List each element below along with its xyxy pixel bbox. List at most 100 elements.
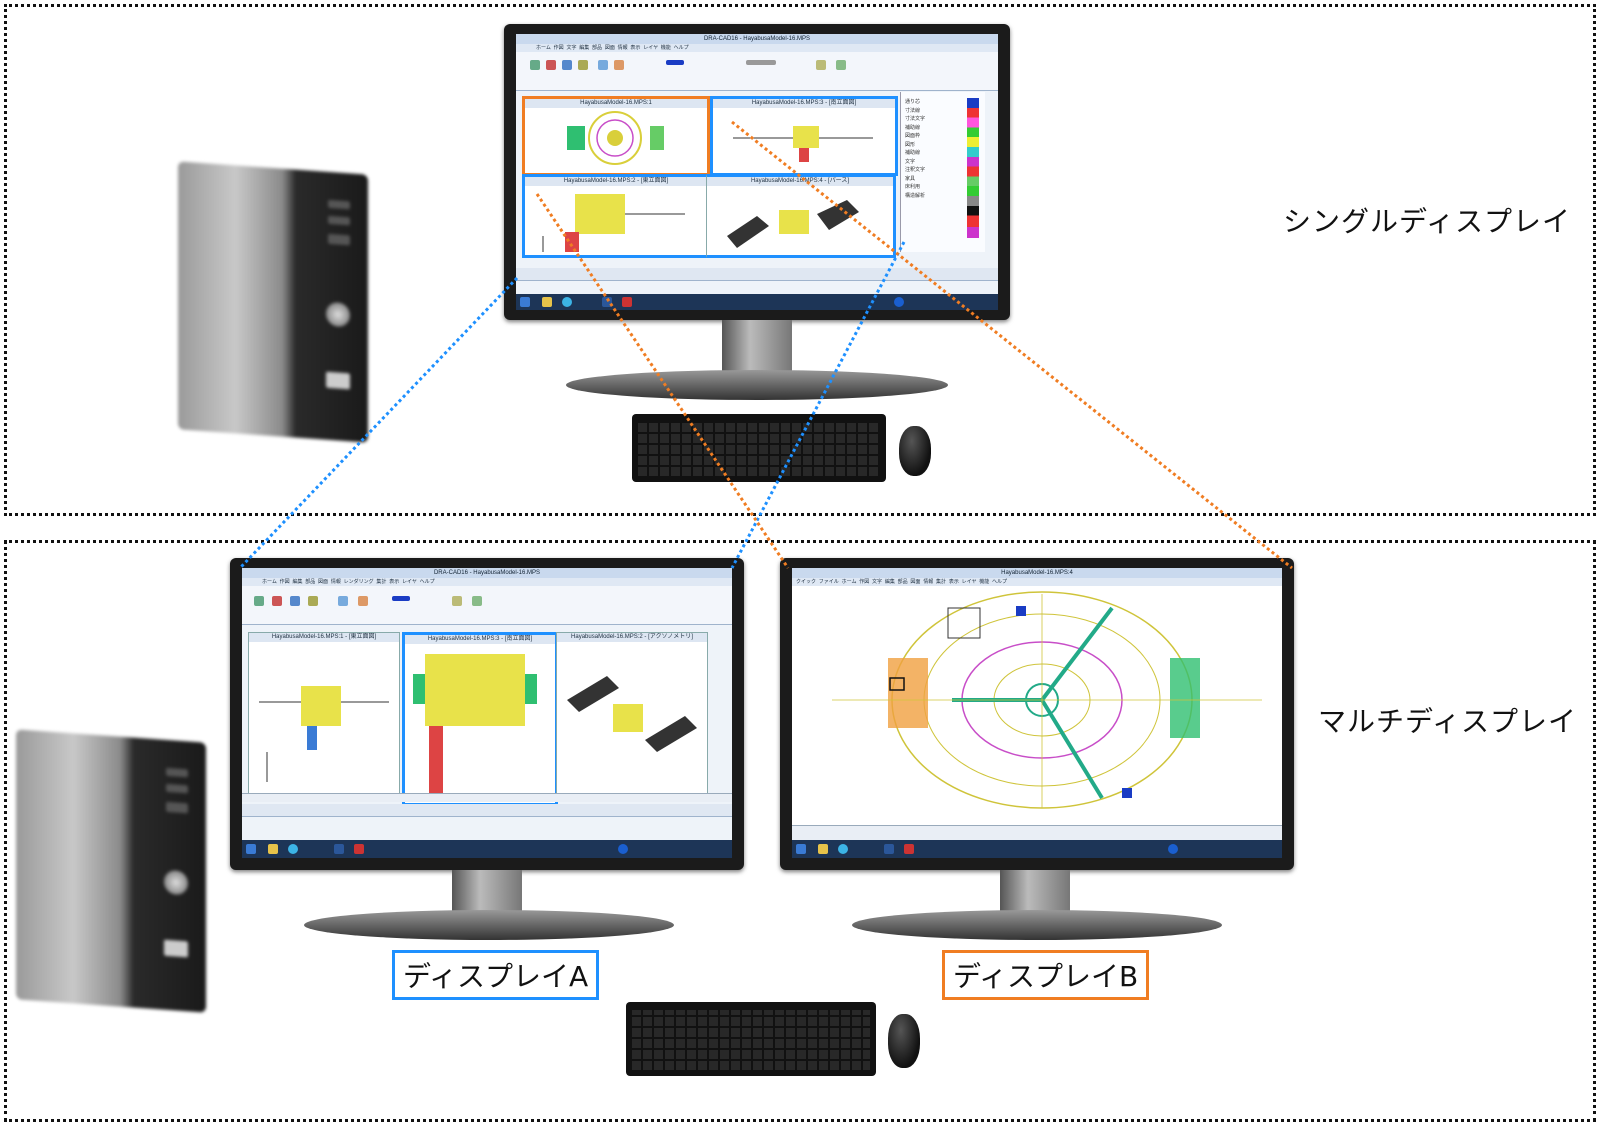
browser-icon[interactable] bbox=[288, 844, 298, 854]
menu-tally[interactable]: 集計 bbox=[936, 579, 947, 585]
taskbar bbox=[792, 840, 1282, 858]
layer-row[interactable]: 床利用 bbox=[905, 184, 921, 190]
tab-layer[interactable]: レイヤ bbox=[643, 45, 659, 51]
tab-drawing[interactable]: 図面 bbox=[318, 579, 329, 585]
taskbar bbox=[242, 840, 732, 858]
tab-parts[interactable]: 部品 bbox=[592, 45, 603, 51]
tab-view[interactable]: 表示 bbox=[630, 45, 641, 51]
cad-drawing-south bbox=[413, 654, 537, 796]
menu-parts[interactable]: 部品 bbox=[897, 579, 908, 585]
cad-drawing-east bbox=[542, 194, 685, 252]
cad-drawing-east bbox=[259, 686, 389, 782]
tab-drawing[interactable]: 図面 bbox=[604, 45, 615, 51]
menu-function[interactable]: 機能 bbox=[979, 579, 990, 585]
cad-drawing-south bbox=[733, 126, 873, 162]
menu-layer[interactable]: レイヤ bbox=[961, 579, 977, 585]
monitor-base bbox=[566, 370, 948, 400]
tab-home[interactable]: ホーム bbox=[262, 579, 277, 585]
layer-row[interactable]: 図面枠 bbox=[905, 133, 921, 139]
monitor-base bbox=[304, 910, 674, 940]
tab-edit[interactable]: 編集 bbox=[579, 45, 590, 51]
windows-start-icon[interactable] bbox=[520, 297, 530, 307]
layer-row[interactable]: 補助線 bbox=[905, 150, 921, 156]
browser-icon[interactable] bbox=[838, 844, 848, 854]
tab-home[interactable]: ホーム bbox=[536, 45, 551, 51]
windows-start-icon[interactable] bbox=[796, 844, 806, 854]
word-icon[interactable] bbox=[884, 844, 894, 854]
tab-function[interactable]: 機能 bbox=[660, 45, 671, 51]
tab-text[interactable]: 文字 bbox=[566, 45, 577, 51]
tab-layer[interactable]: レイヤ bbox=[402, 579, 417, 585]
tab-parts[interactable]: 部品 bbox=[305, 579, 316, 585]
cad-pane-2[interactable]: HayabusaModel-16.MPS:2 - [アクソノメトリ] bbox=[556, 632, 708, 802]
layer-row[interactable]: 寸法文字 bbox=[905, 116, 926, 122]
display-a-monitor: DRA-CAD16 - HayabusaModel-16.MPS ホーム 作図 … bbox=[230, 558, 744, 870]
tab-draw[interactable]: 作図 bbox=[553, 45, 564, 51]
menu-file[interactable]: ファイル bbox=[818, 579, 839, 585]
tab-view[interactable]: 表示 bbox=[389, 579, 400, 585]
cad-pane-3[interactable]: HayabusaModel-16.MPS:3 - [南立面図] bbox=[710, 96, 898, 176]
folder-icon[interactable] bbox=[542, 297, 552, 307]
single-monitor-screen: DRA-CAD16 - HayabusaModel-16.MPS ホーム 作図 … bbox=[516, 34, 998, 310]
layer-row[interactable]: 補助線 bbox=[905, 124, 921, 131]
menu-view[interactable]: 表示 bbox=[948, 579, 959, 585]
help-icon[interactable] bbox=[1168, 844, 1178, 854]
layer-row[interactable]: 文字 bbox=[905, 158, 916, 165]
menu-info[interactable]: 情報 bbox=[923, 579, 934, 585]
cad-drawing-plan-large[interactable] bbox=[792, 588, 1282, 814]
menu-edit[interactable]: 編集 bbox=[884, 579, 895, 585]
menu-drawing[interactable]: 図面 bbox=[910, 579, 921, 585]
tab-draw[interactable]: 作図 bbox=[279, 579, 290, 585]
cad-drawing-perspective bbox=[727, 200, 859, 248]
single-display-label: シングルディスプレイ bbox=[1283, 205, 1572, 238]
cad-app-icon[interactable] bbox=[904, 844, 914, 854]
cad-drawing-plan bbox=[567, 111, 664, 165]
layer-row[interactable]: 注釈文字 bbox=[905, 167, 926, 173]
menu-help[interactable]: ヘルプ bbox=[992, 579, 1008, 585]
layer-row[interactable]: 通り芯 bbox=[905, 99, 921, 105]
tab-edit[interactable]: 編集 bbox=[292, 579, 303, 585]
menu-draw[interactable]: 作図 bbox=[859, 579, 870, 585]
menu-home[interactable]: ホーム bbox=[841, 579, 857, 585]
tab-info[interactable]: 情報 bbox=[330, 579, 341, 585]
keyboard bbox=[626, 1002, 876, 1076]
folder-icon[interactable] bbox=[268, 844, 278, 854]
word-icon[interactable] bbox=[334, 844, 344, 854]
cad-pane-1[interactable]: HayabusaModel-16.MPS:1 bbox=[522, 96, 710, 176]
windows-start-icon[interactable] bbox=[246, 844, 256, 854]
menu-text[interactable]: 文字 bbox=[872, 579, 883, 585]
cad-pane-1[interactable]: HayabusaModel-16.MPS:1 - [東立面図] bbox=[248, 632, 400, 802]
tab-tally[interactable]: 集計 bbox=[376, 579, 387, 585]
display-b-monitor: HayabusaModel-16.MPS:4 クイック ファイル ホーム 作図 … bbox=[780, 558, 1294, 870]
desktop-tower bbox=[178, 161, 368, 443]
help-icon[interactable] bbox=[894, 297, 904, 307]
multi-display-label: マルチディスプレイ bbox=[1318, 705, 1578, 738]
ribbon-tabs: ホーム 作図 文字 編集 部品 図面 情報 表示 レイヤ 機能 ヘルプ bbox=[516, 44, 998, 52]
layer-row[interactable]: 構造解析 bbox=[905, 192, 926, 199]
cad-pane-3[interactable]: HayabusaModel-16.MPS:3 - [南立面図] bbox=[402, 632, 558, 806]
word-icon[interactable] bbox=[602, 297, 612, 307]
display-b-screen: HayabusaModel-16.MPS:4 クイック ファイル ホーム 作図 … bbox=[792, 568, 1282, 858]
cad-app-icon[interactable] bbox=[622, 297, 632, 307]
tab-help[interactable]: ヘルプ bbox=[419, 579, 435, 585]
cad-pane-4[interactable]: HayabusaModel-16.MPS:4 - [パース] bbox=[706, 174, 896, 258]
tab-help[interactable]: ヘルプ bbox=[673, 45, 689, 51]
menu-bar: クイック ファイル ホーム 作図 文字 編集 部品 図面 情報 集計 表示 レイ… bbox=[792, 578, 1282, 586]
browser-icon[interactable] bbox=[562, 297, 572, 307]
display-a-screen: DRA-CAD16 - HayabusaModel-16.MPS ホーム 作図 … bbox=[242, 568, 732, 858]
layer-row[interactable]: 図形 bbox=[905, 141, 916, 148]
layer-row[interactable]: 寸法線 bbox=[905, 107, 921, 114]
display-b-caption: ディスプレイB bbox=[942, 950, 1150, 1000]
toolbar-bottom bbox=[242, 804, 732, 817]
layer-color-swatches bbox=[967, 98, 979, 238]
help-icon[interactable] bbox=[618, 844, 628, 854]
keyboard bbox=[632, 414, 886, 482]
cad-drawing-axonometric bbox=[567, 676, 697, 752]
cad-pane-2[interactable]: HayabusaModel-16.MPS:2 - [東立面図] bbox=[522, 174, 708, 258]
folder-icon[interactable] bbox=[818, 844, 828, 854]
tab-render[interactable]: レンダリング bbox=[343, 579, 374, 585]
menu-quick[interactable]: クイック bbox=[796, 579, 817, 585]
layer-row[interactable]: 家具 bbox=[905, 175, 916, 182]
cad-app-icon[interactable] bbox=[354, 844, 364, 854]
tab-info[interactable]: 情報 bbox=[617, 45, 628, 51]
